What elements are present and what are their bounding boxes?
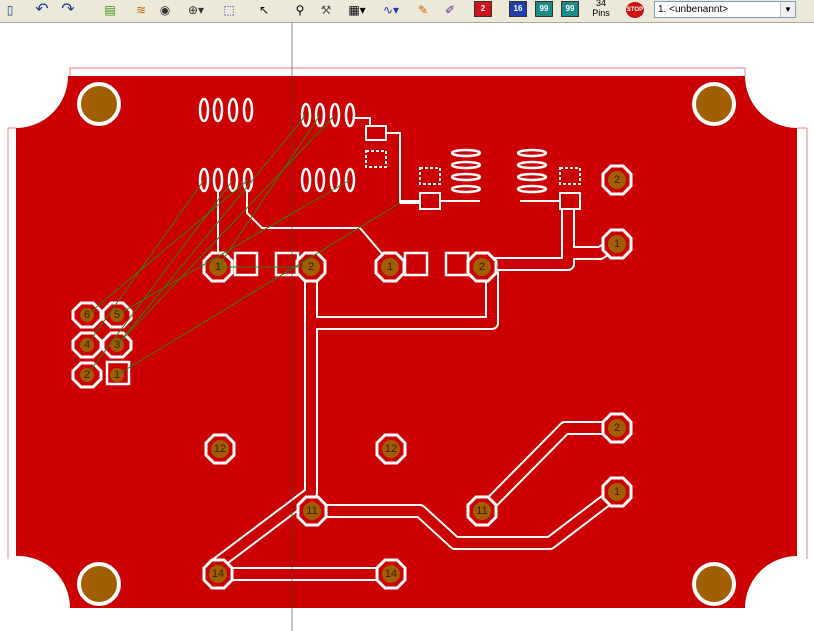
pad-label: 1 [614,486,620,498]
corner-cutout-br [745,556,797,608]
undo-icon[interactable]: ↶ [35,1,49,18]
corner-cutout-tr [745,76,797,128]
color-button-3[interactable]: 99 [535,1,553,17]
ic-pads [198,97,548,194]
pad-label: 14 [212,568,224,580]
mounting-hole-bl [77,562,121,606]
mounting-holes [77,82,736,606]
mounting-hole-tl [77,82,121,126]
binoculars-icon[interactable]: ⚲ [295,3,305,17]
copy-icon[interactable]: ▯ [6,3,14,17]
tools-icon[interactable]: ⚒ [320,3,332,17]
corner-cutout-tl [16,76,68,128]
draw-icon[interactable]: ✎ [417,3,429,17]
smd-pads-solid [365,125,581,210]
layers-icon[interactable]: ≋ [135,3,147,17]
eye-icon[interactable]: ◉ [159,3,171,17]
component-icon[interactable]: ▦▾ [348,3,366,17]
pad-label: 1 [114,369,120,381]
zoom-fit-icon[interactable]: ⬚ [223,3,235,17]
layer-select-value: 1. <unbenannt> [658,4,729,15]
pad-label: 3 [114,339,120,351]
pad-label: 2 [614,422,620,434]
smd-pads [365,150,581,185]
pad-label: 12 [385,443,397,455]
pad-label: 1 [215,261,221,273]
chevron-down-icon[interactable]: ▼ [780,2,795,17]
corner-cutout-bl [16,555,71,608]
import-icon[interactable]: ▤ [104,3,116,17]
color-button-4[interactable]: 99 [561,1,579,17]
pad-label: 6 [84,309,90,321]
color-button-1[interactable]: 2 [474,1,492,17]
pad-label: 14 [385,568,397,580]
pad-labels: 1 2 1 2 1 2 12 12 11 11 14 14 1 2 6 5 4 … [84,174,620,580]
mounting-hole-tr [692,82,736,126]
pointer-icon[interactable]: ↖ [258,3,270,17]
track-thin-2 [246,183,391,264]
pad-label: 12 [214,443,226,455]
pad-label: 11 [476,505,487,517]
pins-counter: 34 Pins [588,0,614,18]
pad-label: 1 [614,238,620,250]
stop-button[interactable]: STOP [626,2,644,18]
zoom-icon[interactable]: ⊕▾ [187,3,205,17]
pad-label: 2 [614,174,620,186]
toolbar: ▯ ↶ ↷ ▤ ≋ ◉ ⊕▾ ⬚ ↖ ⚲ ⚒ ▦▾ ∿▾ ✎ ✐ 2 16 99… [0,0,814,23]
mounting-hole-br [692,562,736,606]
pad-label: 2 [479,261,485,273]
pcb-canvas[interactable]: 1 2 1 2 1 2 12 12 11 11 14 14 1 2 6 5 4 … [0,23,814,631]
layer-select[interactable]: 1. <unbenannt> ▼ [654,1,796,18]
pad-label: 1 [387,261,393,273]
color-button-2[interactable]: 16 [509,1,527,17]
redo-icon[interactable]: ↷ [61,1,75,18]
pad-label: 5 [114,309,120,321]
pcb-board-body [16,76,797,608]
pad-label: 11 [306,505,317,517]
pins-count: 34 [595,0,606,8]
pad-label: 2 [308,261,314,273]
track-icon[interactable]: ∿▾ [382,3,400,17]
pen-icon[interactable]: ✐ [444,3,456,17]
pins-label: Pins [592,8,610,18]
pad-label: 2 [84,369,90,381]
pad-label: 4 [84,339,90,351]
ratsnest-lines [86,114,401,376]
